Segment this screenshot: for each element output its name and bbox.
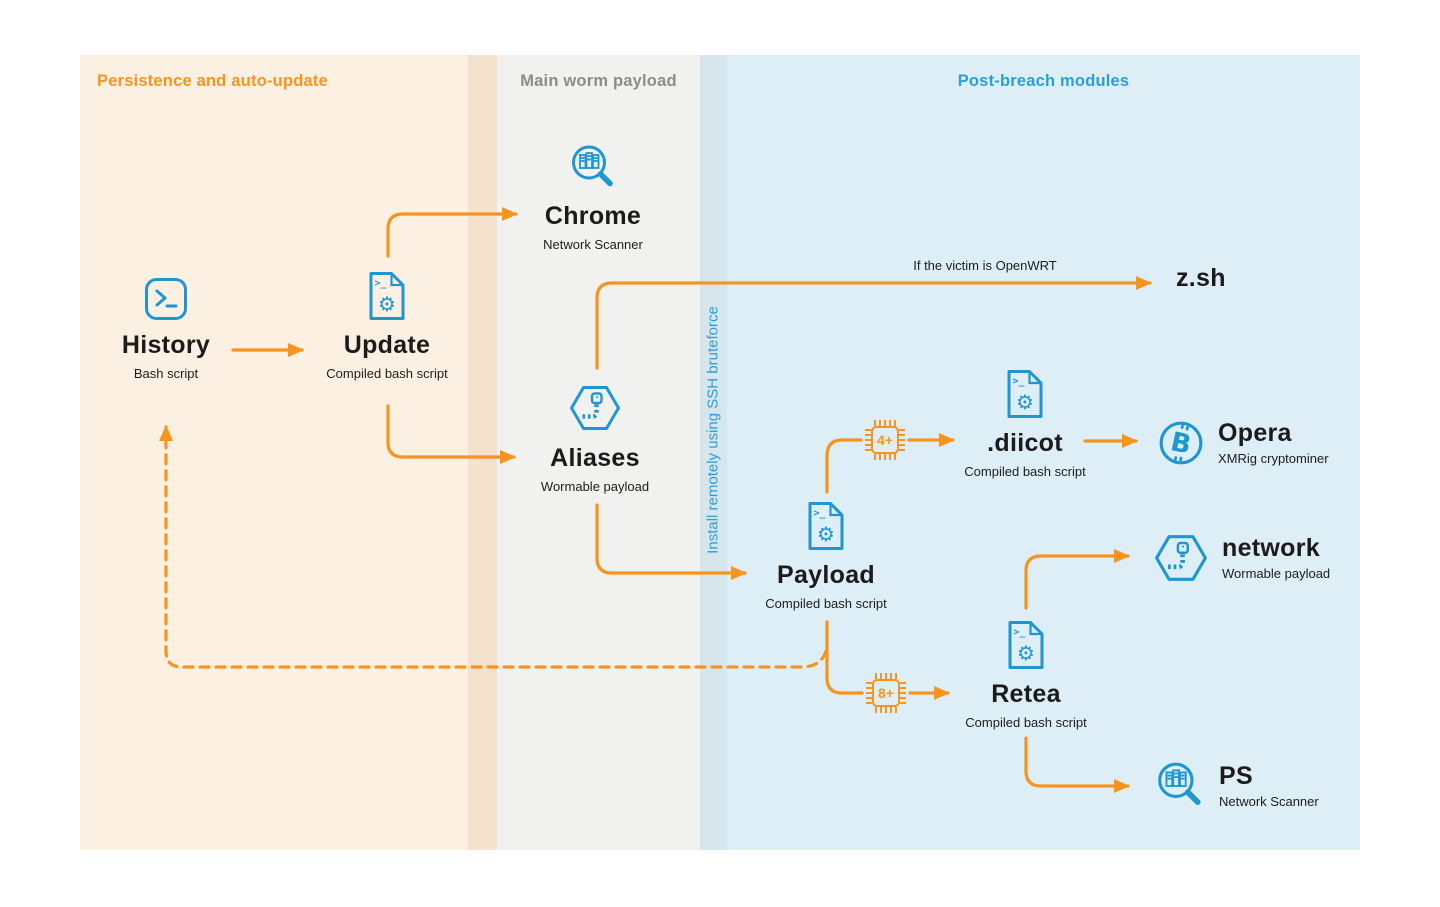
- bitcoin-icon: [1158, 420, 1204, 466]
- node-chrome-sublabel: Network Scanner: [543, 236, 643, 252]
- network-scanner-icon: [569, 144, 617, 192]
- node-aliases: Aliases Wormable payload: [495, 382, 695, 494]
- compiled-script-icon: [1003, 369, 1047, 419]
- column-postbreach: [727, 55, 1360, 850]
- column-divider-peach: [468, 55, 497, 850]
- node-diicot: .diicot Compiled bash script: [925, 369, 1125, 479]
- node-network-label: network: [1222, 534, 1320, 563]
- compiled-script-icon: [804, 501, 848, 551]
- node-history-label: History: [121, 331, 211, 359]
- column-persistence: [80, 55, 468, 850]
- node-history: History Bash script: [66, 277, 266, 381]
- node-payload: Payload Compiled bash script: [726, 501, 926, 611]
- column-main-worm: [497, 55, 700, 850]
- cpu-icon-4plus: 4+: [865, 420, 905, 460]
- node-chrome-label: Chrome: [544, 202, 642, 230]
- node-history-sublabel: Bash script: [133, 365, 199, 381]
- network-scanner-icon: [1155, 761, 1205, 811]
- node-diicot-sublabel: Compiled bash script: [964, 463, 1086, 479]
- node-chrome: Chrome Network Scanner: [493, 144, 693, 252]
- worm-icon: [1154, 531, 1208, 585]
- node-diicot-label: .diicot: [987, 429, 1063, 457]
- node-zsh: z.sh: [1176, 264, 1226, 292]
- cpu-8plus-label: 8+: [878, 685, 894, 701]
- node-retea-label: Retea: [991, 680, 1061, 708]
- node-ps-sublabel: Network Scanner: [1219, 793, 1319, 809]
- node-network: network Wormable payload: [1154, 531, 1330, 585]
- cpu-icon-8plus: 8+: [866, 673, 906, 713]
- compiled-script-icon: [365, 271, 409, 321]
- node-aliases-sublabel: Wormable payload: [540, 478, 650, 494]
- node-opera-label: Opera: [1218, 419, 1292, 448]
- node-opera-sublabel: XMRig cryptominer: [1218, 450, 1329, 466]
- node-update-label: Update: [343, 331, 431, 359]
- node-payload-label: Payload: [777, 561, 875, 589]
- node-retea: Retea Compiled bash script: [926, 620, 1126, 730]
- node-network-sublabel: Wormable payload: [1222, 565, 1331, 581]
- node-ps-label: PS: [1219, 762, 1253, 791]
- node-retea-sublabel: Compiled bash script: [965, 714, 1087, 730]
- node-aliases-label: Aliases: [550, 444, 640, 472]
- column-header-main-worm: Main worm payload: [520, 72, 677, 90]
- node-opera: Opera XMRig cryptominer: [1158, 420, 1329, 466]
- column-header-postbreach: Post-breach modules: [957, 72, 1130, 90]
- worm-icon: [569, 382, 621, 434]
- column-ssh-band: [700, 55, 727, 850]
- edge-label-openwrt: If the victim is OpenWRT: [913, 258, 1057, 273]
- node-update-sublabel: Compiled bash script: [326, 365, 448, 381]
- column-header-persistence: Persistence and auto-update: [97, 72, 328, 90]
- node-payload-sublabel: Compiled bash script: [765, 595, 887, 611]
- terminal-icon: [144, 277, 188, 321]
- node-ps: PS Network Scanner: [1155, 761, 1319, 811]
- node-update: Update Compiled bash script: [287, 271, 487, 381]
- cpu-4plus-label: 4+: [877, 432, 893, 448]
- compiled-script-icon: [1004, 620, 1048, 670]
